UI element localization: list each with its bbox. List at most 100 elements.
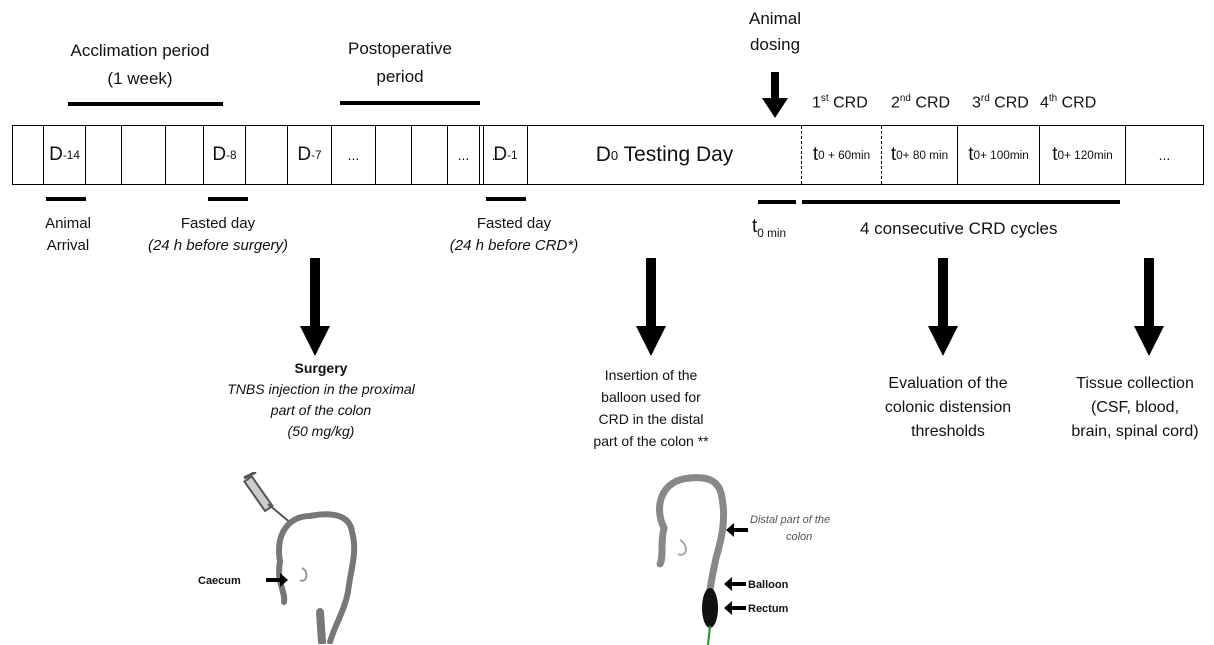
tissue-text: Tissue collection (CSF, blood, brain, sp… <box>1060 372 1210 444</box>
crd-header-1: 1st CRD <box>812 88 868 114</box>
timeline-cell-start <box>13 126 43 184</box>
ellipsis-2: ... <box>458 147 470 163</box>
arrival-bar <box>46 197 86 201</box>
d14-sub: -14 <box>63 149 80 162</box>
arrival-label: Animal Arrival <box>18 213 118 257</box>
timeline-cell-d8: D-8 <box>203 126 245 184</box>
surgery-line3: (50 mg/kg) <box>196 421 446 442</box>
balloon-label: Balloon <box>748 574 788 596</box>
tissue-line2: (CSF, blood, <box>1060 396 1210 420</box>
evaluation-line2: colonic distension <box>858 396 1038 420</box>
dosing-arrow-icon <box>762 72 788 120</box>
crd1-num: 1 <box>812 94 821 111</box>
fasted2-label: Fasted day (24 h before CRD*) <box>434 213 594 257</box>
dosing-label: Animal dosing <box>735 8 815 56</box>
distal-label: Distal part of the colon <box>750 512 830 546</box>
t60-sub: 0 + 60min <box>818 149 870 162</box>
crd3-text: CRD <box>994 94 1029 111</box>
dosing-line1: Animal <box>735 8 815 30</box>
d7-base: D <box>297 144 311 166</box>
acclimation-line1: Acclimation period <box>40 40 240 62</box>
timeline-cell-d14: D-14 <box>43 126 85 184</box>
fasted2-bar <box>486 197 526 201</box>
crd1-text: CRD <box>833 94 868 111</box>
timeline-cell-blank6 <box>411 126 447 184</box>
crd-header-4: 4th CRD <box>1040 88 1096 114</box>
crd2-text: CRD <box>915 94 950 111</box>
postoperative-line1: Postoperative <box>320 38 480 60</box>
timeline-cell-d1: D-1 <box>483 126 527 184</box>
timeline-cell-blank2 <box>121 126 165 184</box>
t0-label: t0 min <box>752 216 786 245</box>
timeline-cell-ellipsis1: ... <box>331 126 375 184</box>
crd4-sup: th <box>1049 93 1057 104</box>
fasted2-line1: Fasted day <box>434 213 594 235</box>
t0-bar <box>758 200 796 204</box>
timeline-cell-blank5 <box>375 126 411 184</box>
surgery-text: Surgery TNBS injection in the proximal p… <box>196 358 446 442</box>
balloon-arrow-icon <box>636 258 666 358</box>
dosing-line2: dosing <box>735 34 815 56</box>
arrival-line2: Arrival <box>18 235 118 257</box>
timeline-cell-d7: D-7 <box>287 126 331 184</box>
crd1-sup: st <box>821 93 829 104</box>
postoperative-line2: period <box>320 66 480 88</box>
distal-line1: Distal part of the <box>750 512 830 529</box>
rectum-label: Rectum <box>748 598 788 620</box>
tissue-line1: Tissue collection <box>1060 372 1210 396</box>
crd4-num: 4 <box>1040 94 1049 111</box>
timeline-cell-blank1 <box>85 126 121 184</box>
surgery-title: Surgery <box>196 358 446 379</box>
timeline-cell-blank4 <box>245 126 287 184</box>
t0-sub: 0 min <box>757 227 786 240</box>
fasted1-bar <box>208 197 248 201</box>
d1-sub: -1 <box>507 149 517 162</box>
d0-rest: Testing Day <box>618 143 733 167</box>
ellipsis-1: ... <box>348 147 360 163</box>
d7-sub: -7 <box>311 149 321 162</box>
timeline-cell-blank3 <box>165 126 203 184</box>
postoperative-bar <box>340 101 480 105</box>
balloon-text: Insertion of the balloon used for CRD in… <box>566 364 736 452</box>
acclimation-line2: (1 week) <box>40 68 240 90</box>
d8-sub: -8 <box>226 149 236 162</box>
surgery-line2: part of the colon <box>196 400 446 421</box>
evaluation-line1: Evaluation of the <box>858 372 1038 396</box>
crd2-num: 2 <box>891 94 900 111</box>
fasted2-line2: (24 h before CRD*) <box>434 235 594 257</box>
colon-syringe-illustration-icon <box>240 472 370 644</box>
balloon-line4: part of the colon ** <box>566 430 736 452</box>
d8-base: D <box>212 144 226 166</box>
t100-sub: 0+ 100min <box>974 149 1029 162</box>
surgery-line1: TNBS injection in the proximal <box>196 379 446 400</box>
cycles-bar <box>802 200 1120 204</box>
evaluation-text: Evaluation of the colonic distension thr… <box>858 372 1038 444</box>
fasted1-label: Fasted day (24 h before surgery) <box>134 213 302 257</box>
crd-header-3: 3rd CRD <box>972 88 1029 114</box>
timeline-cell-ellipsis4: ... <box>1125 126 1203 184</box>
d0-sub: 0 <box>611 148 618 163</box>
balloon-line3: CRD in the distal <box>566 408 736 430</box>
crd-header-2: 2nd CRD <box>891 88 950 114</box>
crd2-sup: nd <box>900 93 911 104</box>
surgery-arrow-icon <box>300 258 330 358</box>
evaluation-line3: thresholds <box>858 420 1038 444</box>
t80-sub: 0+ 80 min <box>896 149 948 162</box>
timeline-cell-ellipsis2: ... <box>447 126 479 184</box>
evaluation-arrow-icon <box>928 258 958 358</box>
arrival-line1: Animal <box>18 213 118 235</box>
acclimation-label: Acclimation period (1 week) <box>40 40 240 90</box>
tissue-arrow-icon <box>1134 258 1164 358</box>
acclimation-bar <box>68 102 223 106</box>
d1-base: D <box>493 144 507 166</box>
ellipsis-4: ... <box>1159 147 1171 163</box>
distal-line2: colon <box>750 529 830 546</box>
caecum-label: Caecum <box>198 570 241 592</box>
fasted1-line1: Fasted day <box>134 213 302 235</box>
